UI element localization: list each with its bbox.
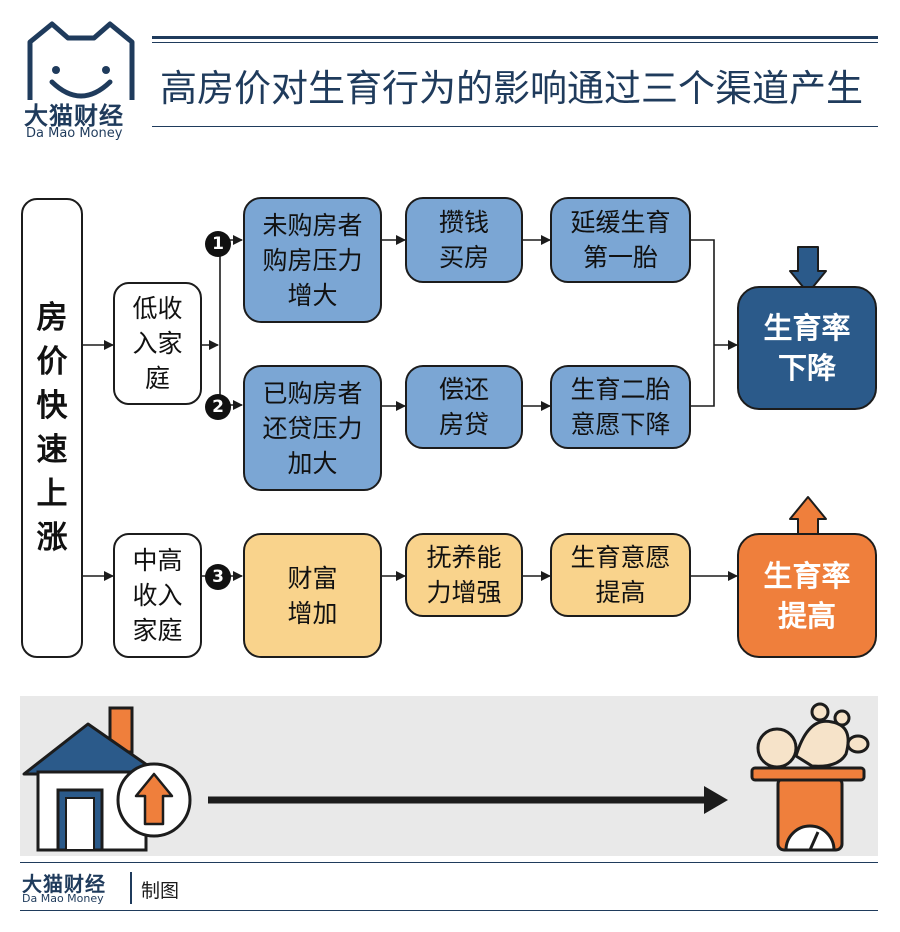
outcome-up-box: 生育率 提高 (737, 533, 877, 658)
footer-label: 制图 (141, 880, 180, 902)
mid-high-income-box: 中高 收入 家庭 (113, 533, 202, 658)
footer-rule-bottom (20, 910, 878, 911)
path2-step3-label: 生育二胎 意愿下降 (570, 375, 671, 439)
footer-brand-en: Da Mao Money (22, 892, 104, 905)
start-node: 房 价 快 速 上 涨 (36, 300, 68, 556)
marker-2-text: 2 (212, 397, 224, 417)
cat-logo-icon (27, 21, 135, 100)
path1-step1-label: 未购房者 购房压力 增大 (262, 210, 363, 310)
brand-en: Da Mao Money (26, 126, 123, 141)
path3-step3-label: 生育意愿 提高 (570, 543, 671, 607)
brand-cn: 大猫财经 (24, 102, 124, 130)
title-rule-top-thin (152, 42, 878, 43)
footer-rule-top (20, 862, 878, 863)
title-rule-top (152, 36, 878, 39)
path3-step1-label: 财富 增加 (287, 563, 338, 628)
path2-step3: 生育二胎 意愿下降 (550, 365, 691, 449)
path1-step3: 延缓生育 第一胎 (550, 197, 691, 283)
merge-bracket (690, 239, 715, 407)
illustration-art (22, 702, 870, 852)
long-arrow-icon (208, 786, 728, 814)
marker-1-text: 1 (212, 234, 224, 254)
path3-step3: 生育意愿 提高 (550, 533, 691, 617)
baby-scale-icon (750, 702, 870, 852)
marker-3: 3 (205, 564, 231, 590)
illustration-band (20, 696, 878, 856)
outcome-down-box: 生育率 下降 (737, 286, 877, 410)
footer-brand-cn: 大猫财经 (22, 872, 106, 896)
path1-step1: 未购房者 购房压力 增大 (243, 197, 382, 323)
outcome-down-label: 生育率 下降 (763, 311, 851, 385)
path1-step2: 攒钱 买房 (405, 197, 523, 283)
title-rule-bottom (152, 126, 878, 127)
marker-3-text: 3 (212, 567, 224, 587)
low-income-box: 低收 入家 庭 (113, 282, 202, 405)
mid-high-income-label: 中高 收入 家庭 (132, 546, 183, 645)
path3-step2-label: 抚养能 力增强 (426, 543, 502, 607)
price-up-badge-icon (116, 762, 192, 838)
marker-1: 1 (205, 231, 231, 257)
path3-step1: 财富 增加 (243, 533, 382, 658)
path2-step1: 已购房者 还贷压力 加大 (243, 365, 382, 491)
path3-step2: 抚养能 力增强 (405, 533, 523, 617)
house-icon (22, 706, 162, 852)
start-node-box: 房 价 快 速 上 涨 (21, 198, 83, 658)
marker-2: 2 (205, 394, 231, 420)
low-income-label: 低收 入家 庭 (132, 294, 183, 393)
path1-step3-label: 延缓生育 第一胎 (570, 208, 671, 272)
page-title: 高房价对生育行为的影响通过三个渠道产生 (160, 67, 863, 110)
path2-step1-label: 已购房者 还贷压力 加大 (262, 378, 363, 478)
path2-step2: 偿还 房贷 (405, 365, 523, 449)
path2-step2-label: 偿还 房贷 (438, 375, 489, 439)
path1-step2-label: 攒钱 买房 (438, 208, 489, 272)
outcome-up-label: 生育率 提高 (763, 558, 851, 633)
footer-divider (130, 872, 132, 904)
arrow-down-icon (789, 246, 827, 294)
